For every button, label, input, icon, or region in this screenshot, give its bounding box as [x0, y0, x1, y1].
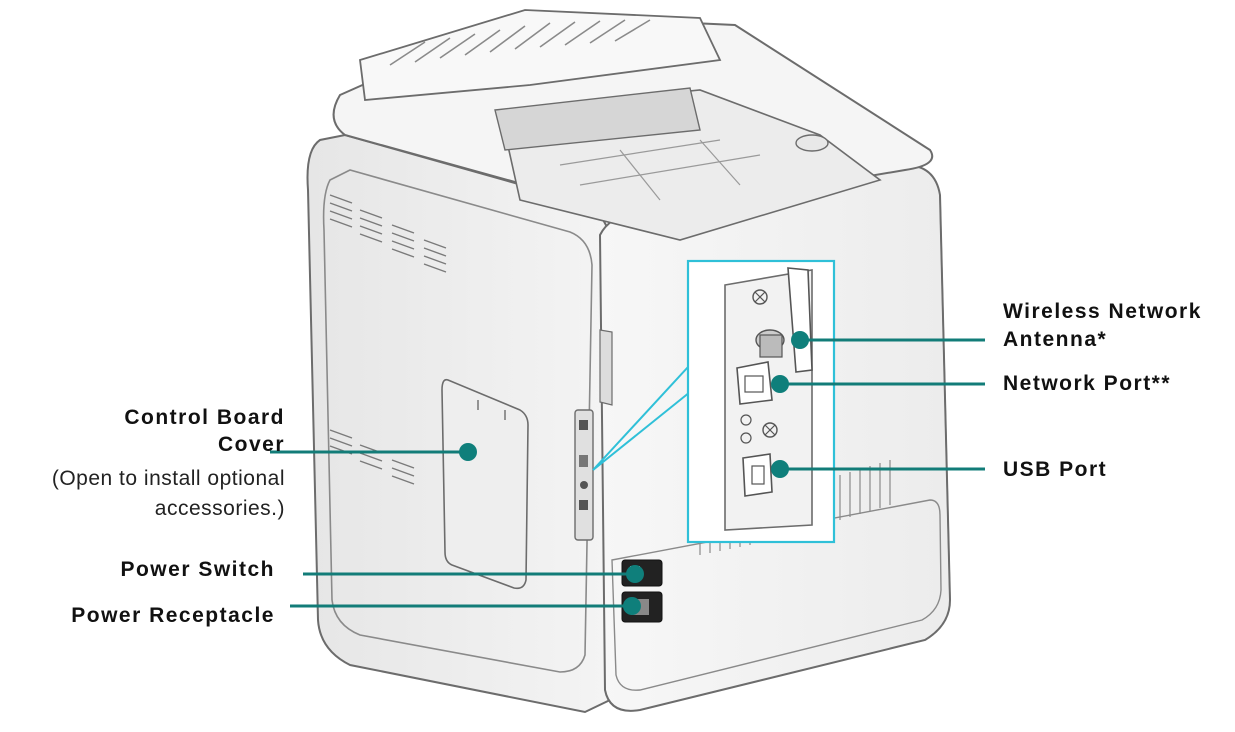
callout-network-dot — [771, 375, 789, 393]
callouts — [270, 331, 985, 615]
printer-top — [332, 9, 951, 601]
callout-power-switch-dot — [626, 565, 644, 583]
printer-left-side — [306, 133, 611, 714]
callout-antenna-dot — [791, 331, 809, 349]
port-detail-zoom — [592, 259, 836, 544]
callout-power-receptacle-dot — [623, 597, 641, 615]
usb-port-label: USB Port — [1003, 458, 1108, 481]
control-board-label-line2: Cover — [217, 433, 285, 456]
control-board-note-line2: accessories.) — [154, 497, 285, 520]
power-receptacle-label: Power Receptacle — [71, 604, 275, 627]
control-board-cover-shape — [441, 378, 529, 590]
callout-control-board-dot — [459, 443, 477, 461]
network-port-label: Network Port** — [1003, 372, 1172, 395]
wireless-antenna-label-line2: Antenna* — [1003, 328, 1108, 351]
power-switch-label: Power Switch — [120, 558, 275, 581]
control-board-label-line1: Control Board — [124, 406, 285, 429]
callout-usb-dot — [771, 460, 789, 478]
wireless-antenna-label-line1: Wireless Network — [1003, 300, 1202, 323]
control-board-note-line1: (Open to install optional — [51, 467, 285, 490]
